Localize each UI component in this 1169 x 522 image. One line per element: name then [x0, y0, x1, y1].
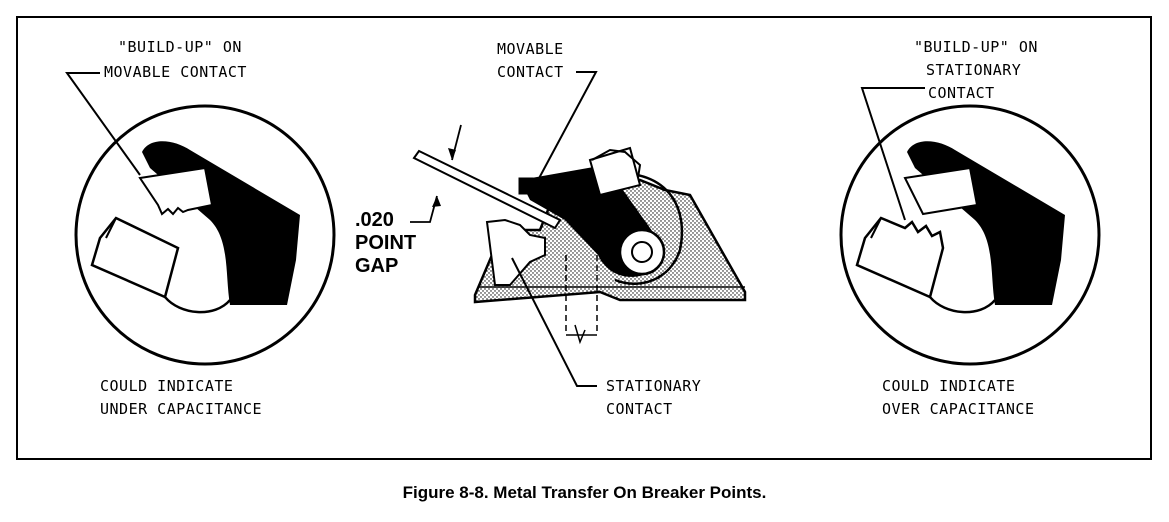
movable-contact-label-line2: CONTACT — [497, 63, 564, 81]
center-breaker-assembly — [412, 146, 747, 345]
left-buildup-label-line1: "BUILD-UP" ON — [118, 38, 242, 56]
right-detail-circle — [839, 104, 1101, 366]
stationary-contact-leader — [511, 257, 597, 387]
gap-label-line3: GAP — [355, 255, 399, 277]
right-movable-contact-block — [903, 166, 979, 216]
center-stationary-bracket — [485, 218, 546, 286]
right-buildup-label-line2: STATIONARY — [926, 61, 1022, 79]
left-note-line2: UNDER CAPACITANCE — [100, 400, 263, 418]
movable-contact-label-line1: MOVABLE — [497, 40, 564, 58]
stationary-contact-label-line1: STATIONARY — [606, 377, 702, 395]
center-cam-outline — [599, 172, 684, 285]
right-note-line1: COULD INDICATE — [882, 377, 1016, 395]
center-movable-contact-point — [518, 177, 534, 195]
center-feeler-gauge — [412, 149, 562, 230]
stationary-contact-label-line2: CONTACT — [606, 400, 673, 418]
gap-label-line1: .020 — [355, 209, 394, 231]
center-spring-block — [588, 146, 642, 197]
left-buildup-leader — [65, 72, 141, 176]
gap-dimension-arrows — [410, 124, 462, 223]
center-pivot-inner — [631, 241, 653, 263]
figure-frame — [16, 16, 1152, 460]
right-buildup-leader — [860, 87, 925, 221]
figure-caption: Figure 8-8. Metal Transfer On Breaker Po… — [402, 483, 767, 502]
right-buildup-label-line1: "BUILD-UP" ON — [914, 38, 1038, 56]
center-spring-clip — [591, 148, 642, 179]
left-stationary-base-curve — [164, 296, 231, 314]
right-stationary-base-curve — [929, 296, 996, 314]
movable-contact-leader — [536, 71, 598, 183]
right-stationary-contact-block — [855, 216, 945, 299]
left-buildup-label-line2: MOVABLE CONTACT — [104, 63, 247, 81]
left-note-line1: COULD INDICATE — [100, 377, 234, 395]
left-detail-circle — [74, 104, 336, 366]
right-buildup-label-line3: CONTACT — [928, 84, 995, 102]
right-note-line2: OVER CAPACITANCE — [882, 400, 1035, 418]
gap-label-line2: POINT — [355, 232, 417, 254]
left-movable-contact-block — [138, 166, 214, 216]
